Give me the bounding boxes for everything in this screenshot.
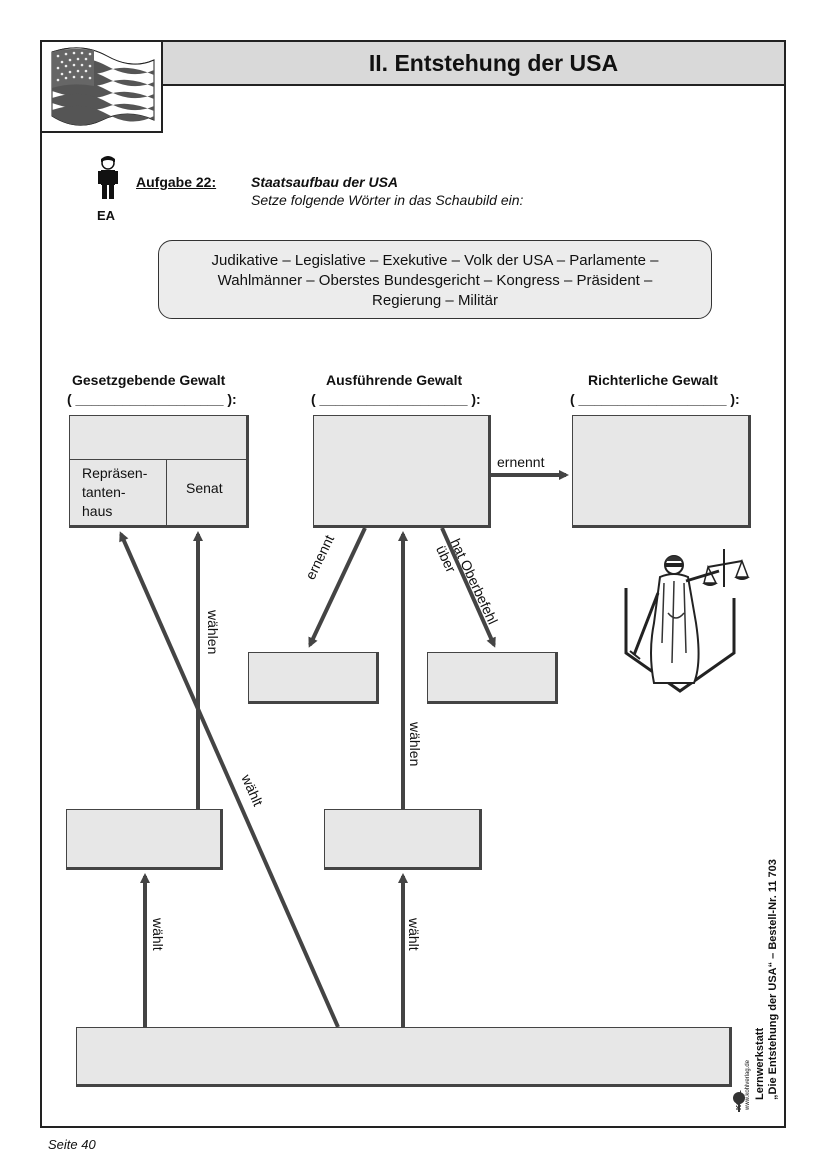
- word-bank-line: Judikative – Legislative – Exekutive – V…: [211, 252, 659, 269]
- legislative-blank: ( ___________________ ):: [67, 391, 237, 407]
- label-waehlt-electors: wählt: [406, 918, 422, 951]
- label-waehlen-president: wählen: [407, 722, 423, 767]
- task-instruction: Setze folgende Wörter in das Schaubild e…: [251, 192, 524, 208]
- justitia-icon: [624, 549, 750, 693]
- legislative-heading: Gesetzgebende Gewalt: [72, 372, 226, 388]
- arrow-command-military: [440, 527, 496, 648]
- arrow-appoints-government: [308, 527, 367, 648]
- label-waehlen-senate: wählen: [205, 610, 221, 655]
- word-bank-line: Wahlmänner – Oberstes Bundesgericht – Ko…: [217, 272, 653, 289]
- sidebar-series: Lernwerkstatt „Die Entstehung der USA“ –…: [754, 859, 780, 1100]
- parliaments-box[interactable]: [66, 809, 223, 870]
- judicial-box[interactable]: [572, 415, 751, 528]
- sidebar-line-2: „Die Entstehung der USA“ – Bestell-Nr. 1…: [767, 859, 779, 1100]
- arrow-elect-house: [119, 531, 340, 1028]
- congress-box[interactable]: Repräsen- tanten- haus Senat: [69, 415, 249, 528]
- sidebar-line-1: Lernwerkstatt: [754, 1027, 766, 1100]
- government-box[interactable]: [248, 652, 379, 704]
- executive-blank: ( ___________________ ):: [311, 391, 481, 407]
- house-label: Repräsen- tanten- haus: [82, 465, 148, 519]
- page-title: II. Entstehung der USA: [163, 42, 784, 86]
- military-box[interactable]: [427, 652, 558, 704]
- work-form-label: EA: [97, 208, 116, 223]
- executive-heading: Ausführende Gewalt: [326, 372, 463, 388]
- page-frame: [40, 40, 786, 1128]
- page-number: Seite 40: [48, 1137, 96, 1152]
- student-icon: [98, 156, 118, 199]
- senate-label: Senat: [186, 480, 223, 496]
- flag-box: [40, 40, 163, 133]
- executive-box[interactable]: [313, 415, 491, 528]
- task-number: Aufgabe 22:: [136, 174, 217, 190]
- task-title: Staatsaufbau der USA: [251, 174, 399, 190]
- label-ernennt-judges: ernennt: [497, 454, 545, 470]
- us-flag-icon: [51, 47, 155, 126]
- people-box[interactable]: [76, 1027, 732, 1087]
- label-waehlt-parliaments: wählt: [150, 918, 166, 951]
- word-bank: Judikative – Legislative – Exekutive – V…: [158, 240, 712, 319]
- judicial-blank: ( ___________________ ):: [570, 391, 740, 407]
- word-bank-line: Regierung – Militär: [372, 292, 498, 309]
- electors-box[interactable]: [324, 809, 482, 870]
- judicial-heading: Richterliche Gewalt: [588, 372, 718, 388]
- publisher-tree-icon: [733, 1092, 745, 1112]
